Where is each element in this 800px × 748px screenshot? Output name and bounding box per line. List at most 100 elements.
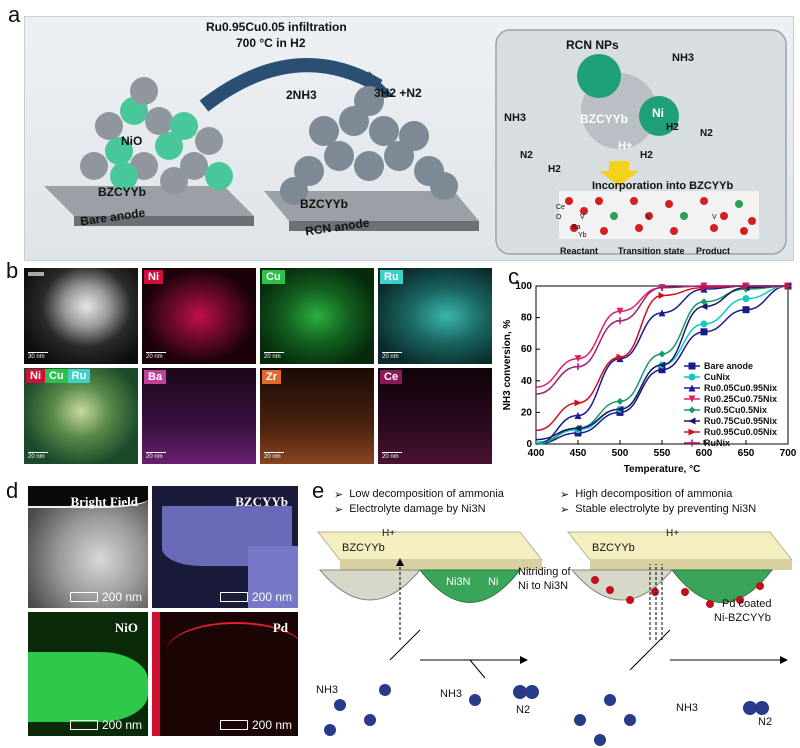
nh3-label-b: NH3 [440,688,463,700]
legend-marker-3 [688,395,696,403]
series-point-7-2 [658,284,666,292]
x-tick-label: 500 [612,448,629,459]
zr-map: Zr 20 nm [260,368,374,464]
series-point-7-0 [574,363,582,371]
ni-label: Ni [652,106,664,120]
series-point-1-3 [700,320,708,328]
legend-marker-2 [688,384,696,392]
series-point-4-3 [700,298,708,306]
scalebar-zr: 20 nm [264,452,284,460]
legend-label-3: Ru0.25Cu0.75Nix [704,394,777,404]
series-point-7-1 [616,317,624,325]
legend-label-6: Ru0.95Cu0.05Nix [704,427,777,437]
ni-map-label: Ni [144,270,163,284]
series-point-4-2 [658,350,666,358]
three-h2-n2-label: 3H2 +N2 [374,86,422,100]
x-tick-label: 600 [696,448,713,459]
left-ni3n-grain [418,569,522,603]
right-ammonia-molecules [574,694,636,746]
cu-map: Cu 20 nm [260,268,374,364]
bzcyyb-inset-label: BZCYYb [580,112,628,126]
scalebar-ru: 20 nm [382,352,402,360]
series-point-2-2 [658,309,666,317]
pd-coated-line2: Ni-BZCYYb [714,612,771,624]
cu-map-label: Cu [262,270,285,284]
rcn-nps-label: RCN NPs [566,38,619,52]
pd-map: Pd 200 nm [152,612,298,736]
scalebar-ni: 20 nm [146,352,166,360]
rcn-anode-particles [280,86,458,205]
x-tick-label: 550 [654,448,671,459]
y-tick-label: 100 [515,281,532,292]
incorporation-label: Incorporation into BZCYYb [592,180,734,192]
series-point-5-2 [658,361,666,369]
nitriding-line2: Ni to Ni3N [518,580,569,592]
infiltration-line1: Ru0.95Cu0.05 infiltration [206,20,347,34]
pd-coating-particles [591,576,764,608]
nio-map-label: NiO [114,620,138,635]
vacancy-label-3: V [712,214,717,221]
vacancy-label-2: V [646,214,651,221]
ba-map: Ba 20 nm [142,368,256,464]
series-point-1-4 [742,295,750,303]
n2-right-label: N2 [758,716,773,728]
h2-label-b: H2 [640,150,653,161]
scalebar-ba: 20 nm [146,452,166,460]
legend-label-4: Ru0.5Cu0.5Nix [704,405,767,415]
yb-label: Yb [578,232,587,239]
pd-coated-line1: Pd coated [722,598,772,610]
lattice-background [559,191,759,239]
vacancy-label-1: V [580,214,585,221]
bright-field-image: Bright Field 200 nm [28,486,148,608]
ni-map: Ni 20 nm [142,268,256,364]
y-tick-label: 20 [521,407,533,418]
x-tick-label: 400 [528,448,545,459]
series-point-3-0 [574,355,582,363]
y-tick-label: 80 [521,313,533,324]
o-label: O [556,214,562,221]
nh3-label-a: NH3 [316,684,339,696]
right-bullet-1: ➢High decomposition of ammonia [560,488,733,501]
legend-marker-5 [688,417,696,425]
h2-label-a: H2 [548,164,561,175]
bzcyyb-left-label: BZCYYb [98,185,146,199]
panel-label-e: e [312,478,325,503]
nh3-top-label: NH3 [672,52,695,64]
nh3-label-c: NH3 [676,702,699,714]
rcn-np-2 [639,96,679,136]
right-bzcyyb-label: BZCYYb [592,542,635,554]
n2-label-a: N2 [520,150,533,161]
nitriding-line1: Nitriding of [518,566,571,578]
panel-label-a: a [8,2,21,27]
right-h-plus-label: H+ [666,528,680,539]
overlay-ni-tag: Ni [26,369,45,383]
legend-label-5: Ru0.75Cu0.95Nix [704,416,777,426]
nio-map: NiO 200 nm [28,612,148,736]
series-point-7-5 [784,282,792,290]
series-point-0-3 [700,328,708,336]
left-h-plus-label: H+ [382,528,396,539]
series-point-0-2 [658,366,666,374]
y-tick-label: 60 [521,344,533,355]
legend-label-0: Bare anode [704,361,753,371]
scalebar-cu: 20 nm [264,352,284,360]
rcn-anode-slab [264,191,479,221]
n2-left-label: N2 [516,704,531,716]
lattice-atoms [565,197,756,235]
ce-map: Ce 20 nm [378,368,492,464]
legend-marker-1 [688,373,696,381]
scalebar-pd: 200 nm [219,718,292,732]
scalebar-overlay: 20 nm [28,452,48,460]
ce-label: Ce [556,204,565,211]
bright-field-label: Bright Field [70,494,138,509]
rcn-np-1 [577,54,621,98]
incorporation-arrow [599,161,639,186]
series-point-0-4 [742,306,750,314]
series-point-3-1 [616,307,624,315]
transition-label: Transition state [618,246,685,256]
overlay-ru-tag: Ru [67,369,91,383]
right-bullet-2: ➢Stable electrolyte by preventing Ni3N [560,503,757,516]
right-ni-grain [670,569,774,603]
series-point-7-4 [742,282,750,290]
